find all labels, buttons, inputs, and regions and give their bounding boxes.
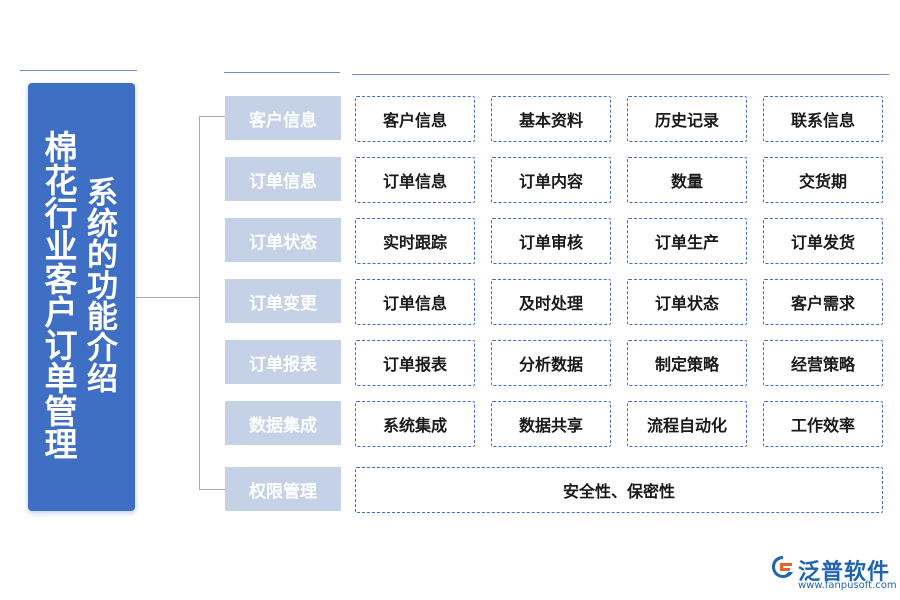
item-box: 订单信息 bbox=[355, 157, 475, 203]
top-divider-left bbox=[20, 70, 137, 71]
category-customer-info: 客户信息 bbox=[225, 96, 341, 140]
item-box: 分析数据 bbox=[491, 340, 611, 386]
title-panel bbox=[28, 83, 135, 511]
category-order-report: 订单报表 bbox=[225, 340, 341, 384]
item-box: 订单审核 bbox=[491, 218, 611, 264]
category-data-integration: 数据集成 bbox=[225, 401, 341, 445]
item-box: 客户需求 bbox=[763, 279, 883, 325]
item-box: 数量 bbox=[627, 157, 747, 203]
connector-horizontal-main bbox=[136, 297, 199, 298]
fanpu-logo-icon bbox=[772, 556, 793, 578]
item-box: 历史记录 bbox=[627, 96, 747, 142]
category-order-change: 订单变更 bbox=[225, 279, 341, 323]
title-sub: 系统的功能介绍 bbox=[81, 176, 117, 393]
item-box: 客户信息 bbox=[355, 96, 475, 142]
top-divider-right bbox=[352, 74, 889, 75]
item-box: 联系信息 bbox=[763, 96, 883, 142]
category-order-status: 订单状态 bbox=[225, 218, 341, 262]
item-box: 工作效率 bbox=[763, 401, 883, 447]
item-box: 交货期 bbox=[763, 157, 883, 203]
item-box: 实时跟踪 bbox=[355, 218, 475, 264]
item-box: 订单内容 bbox=[491, 157, 611, 203]
item-box: 经营策略 bbox=[763, 340, 883, 386]
item-box: 基本资料 bbox=[491, 96, 611, 142]
item-box: 制定策略 bbox=[627, 340, 747, 386]
item-box: 订单信息 bbox=[355, 279, 475, 325]
connector-vertical bbox=[199, 116, 200, 490]
connector-branch bbox=[199, 116, 225, 117]
item-box: 系统集成 bbox=[355, 401, 475, 447]
category-permission-management: 权限管理 bbox=[225, 467, 341, 511]
logo-name: 泛普软件 bbox=[798, 560, 891, 585]
item-box: 订单生产 bbox=[627, 218, 747, 264]
top-divider-middle bbox=[224, 72, 340, 73]
logo-url: www.fanpusoft.com bbox=[798, 580, 897, 591]
item-box: 及时处理 bbox=[491, 279, 611, 325]
item-box: 订单发货 bbox=[763, 218, 883, 264]
brand-logo: 泛普软件 www.fanpusoft.com bbox=[770, 552, 897, 592]
item-box: 流程自动化 bbox=[627, 401, 747, 447]
item-box: 订单报表 bbox=[355, 340, 475, 386]
category-order-info: 订单信息 bbox=[225, 157, 341, 201]
item-box: 数据共享 bbox=[491, 401, 611, 447]
item-box: 订单状态 bbox=[627, 279, 747, 325]
connector-branch bbox=[199, 489, 225, 490]
title-main: 棉花行业客户订单管理 bbox=[39, 130, 78, 460]
item-box-wide: 安全性、保密性 bbox=[355, 467, 883, 513]
